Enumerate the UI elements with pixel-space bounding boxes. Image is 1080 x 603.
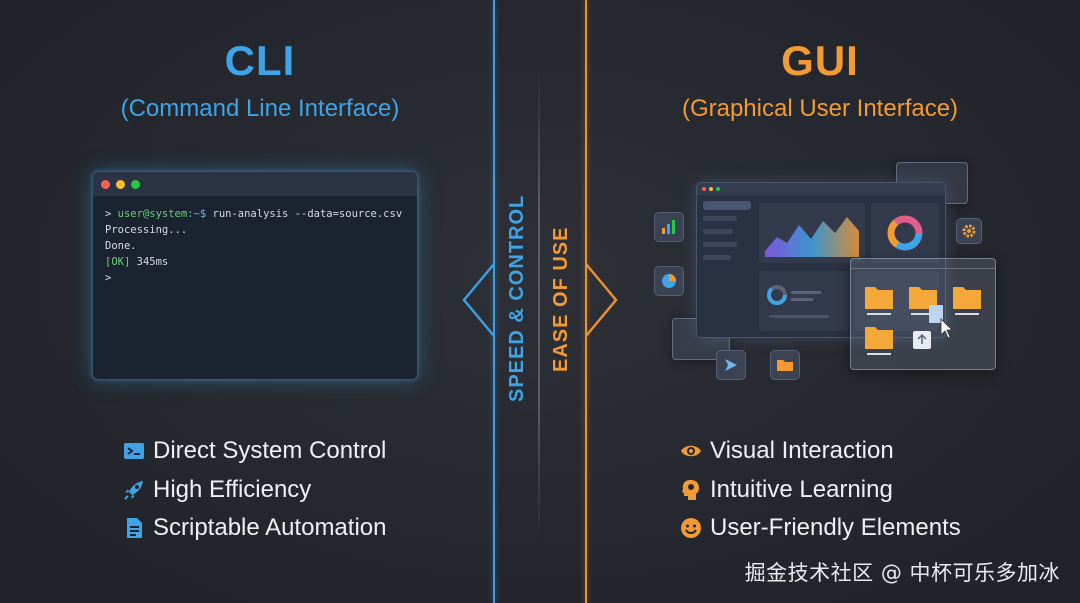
maximize-dot-icon (131, 179, 140, 189)
sidebar-item (703, 255, 731, 260)
terminal-command: run-analysis --data=source.csv (212, 208, 403, 220)
speed-control-label: SPEED & CONTROL (506, 194, 528, 402)
script-document-icon (122, 516, 146, 540)
gui-feature-list: Visual Interaction Intuitive Learning Us… (679, 432, 961, 548)
folder-icon (770, 350, 800, 380)
center-divider-line (538, 70, 540, 540)
close-dot-icon (101, 179, 110, 189)
cli-divider-line (493, 0, 495, 603)
donut-chart-icon (887, 215, 923, 251)
divider-chevrons (462, 263, 618, 337)
feature-label: User-Friendly Elements (710, 514, 961, 542)
file-explorer-window (850, 258, 996, 370)
dashboard-titlebar (697, 183, 945, 195)
sidebar-item-active (703, 201, 751, 210)
cli-title: CLI (224, 37, 296, 84)
send-icon (716, 350, 746, 380)
dashboard-sidebar (703, 201, 751, 331)
sidebar-item (703, 229, 733, 234)
cursor-icon (940, 318, 953, 339)
donut-chart-card (871, 203, 939, 263)
terminal-window: > user@system:~$ run-analysis --data=sou… (92, 171, 418, 380)
feature-label: Intuitive Learning (710, 475, 893, 503)
ok-tag: [OK] (105, 256, 131, 268)
terminal-ok-line: [OK] 345ms (105, 254, 405, 270)
stats-card (759, 271, 849, 331)
close-dot-icon (702, 187, 706, 191)
folder-grid (865, 287, 981, 355)
area-chart-card (759, 203, 865, 263)
prompt-user: user@system (117, 208, 188, 220)
list-item: Scriptable Automation (122, 509, 386, 548)
left-chevron (462, 263, 495, 337)
rocket-icon (122, 478, 146, 502)
ease-of-use-label: EASE OF USE (550, 226, 572, 372)
cli-heading: CLI (Command Line Interface) (60, 38, 460, 124)
minimize-dot-icon (116, 179, 125, 189)
feature-label: Visual Interaction (710, 437, 894, 465)
dashboard-window (696, 182, 946, 338)
watermark: 掘金技术社区 @ 中杯可乐多加冰 (744, 561, 1060, 585)
list-item: High Efficiency (122, 471, 386, 510)
terminal-caret: > (105, 272, 112, 284)
feature-label: High Efficiency (153, 475, 312, 503)
sidebar-item (703, 242, 737, 247)
gui-illustration (650, 160, 1010, 390)
terminal-done: Done. (105, 240, 137, 252)
sidebar-item (703, 216, 737, 221)
feature-label: Direct System Control (153, 437, 387, 465)
gui-heading: GUI (Graphical User Interface) (620, 38, 1020, 124)
prompt-path: :~$ (187, 208, 207, 220)
list-item: Intuitive Learning (679, 471, 961, 510)
ring-chart-icon (767, 285, 829, 318)
head-brain-icon (679, 478, 703, 502)
area-chart-icon (765, 217, 859, 257)
right-chevron (585, 263, 618, 337)
eye-icon (679, 439, 703, 463)
terminal-output: > user@system:~$ run-analysis --data=sou… (93, 196, 417, 296)
cli-feature-list: Direct System Control High Efficiency Sc… (122, 432, 386, 548)
file-explorer-titlebar (851, 259, 995, 269)
ok-time: 345ms (136, 256, 169, 268)
terminal-titlebar (93, 172, 417, 196)
maximize-dot-icon (716, 187, 720, 191)
terminal-command-line: > user@system:~$ run-analysis --data=sou… (105, 208, 403, 220)
gui-divider-line (585, 0, 587, 603)
gear-icon (956, 218, 982, 244)
list-item: User-Friendly Elements (679, 509, 961, 548)
gui-subtitle: (Graphical User Interface) (681, 95, 959, 122)
terminal-icon (122, 439, 146, 463)
bar-chart-icon (654, 212, 684, 242)
cli-subtitle: (Command Line Interface) (120, 95, 400, 122)
feature-label: Scriptable Automation (153, 514, 387, 542)
terminal-processing: Processing... (105, 224, 188, 236)
minimize-dot-icon (709, 187, 713, 191)
list-item: Visual Interaction (679, 432, 961, 471)
list-item: Direct System Control (122, 432, 386, 471)
gui-title: GUI (781, 37, 859, 84)
smiley-icon (679, 516, 703, 540)
pie-chart-icon (654, 266, 684, 296)
